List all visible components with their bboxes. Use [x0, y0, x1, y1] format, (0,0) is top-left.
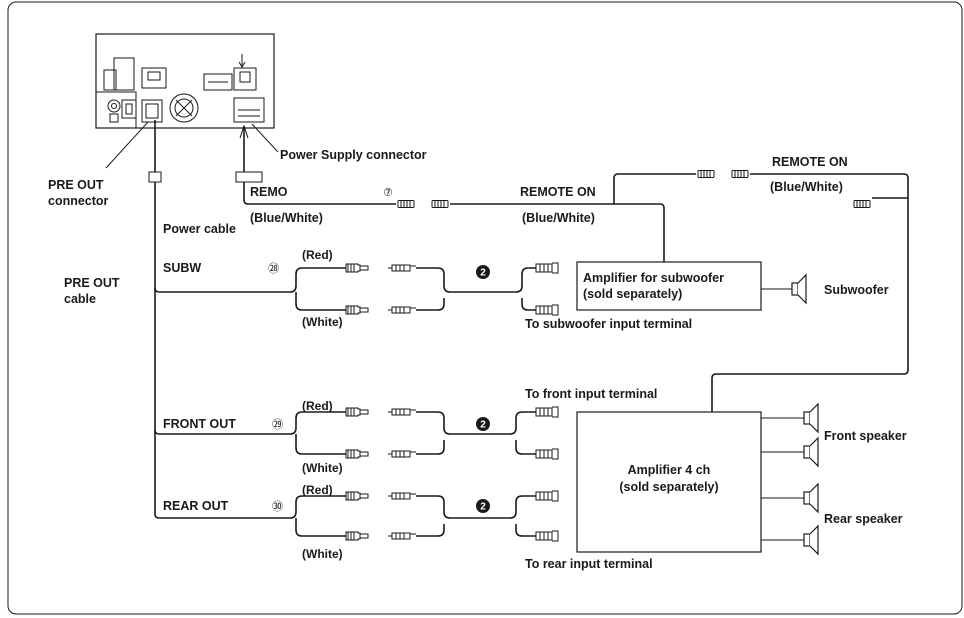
- front-out-label: FRONT OUT: [163, 417, 236, 431]
- rear-out-branch: [280, 490, 559, 542]
- svg-text:2: 2: [480, 268, 486, 279]
- remo-number: ⑦: [383, 186, 393, 199]
- pre-out-connector-label-1: PRE OUT: [48, 178, 104, 192]
- front-red-label: (Red): [302, 399, 333, 413]
- badge-subw: 2: [476, 265, 490, 279]
- remote-on-mid-label: REMOTE ON: [520, 185, 596, 199]
- pre-out-cable-label-1: PRE OUT: [64, 276, 120, 290]
- amp-4ch-label-2: (sold separately): [619, 480, 718, 494]
- page-frame: [7, 1, 963, 615]
- remo-color-label: (Blue/White): [250, 211, 323, 225]
- front-white-label: (White): [302, 461, 343, 475]
- amp-subwoofer-label-2: (sold separately): [583, 287, 682, 301]
- power-cable: [235, 124, 909, 412]
- front-speaker-label: Front speaker: [824, 429, 907, 443]
- svg-text:2: 2: [480, 420, 486, 431]
- front-out-branch: [280, 406, 559, 460]
- power-cable-label: Power cable: [163, 222, 236, 236]
- power-supply-connector-label: Power Supply connector: [280, 148, 427, 162]
- amplifier-subwoofer-box: [576, 261, 762, 311]
- rear-out-label: REAR OUT: [163, 499, 229, 513]
- subwoofer-terminal-label: To subwoofer input terminal: [525, 317, 692, 331]
- power-supply-leader: [251, 123, 279, 153]
- pre-out-cable-label-2: cable: [64, 292, 96, 306]
- pre-out-connector-label-2: connector: [48, 194, 109, 208]
- subwoofer-speaker-label: Subwoofer: [824, 283, 889, 297]
- badge-rear: 2: [476, 499, 490, 513]
- rear-speaker-label: Rear speaker: [824, 512, 903, 526]
- front-out-number: ㉙: [272, 418, 283, 431]
- remo-label: REMO: [250, 185, 288, 199]
- subw-red-label: (Red): [302, 248, 333, 262]
- badge-front: 2: [476, 417, 490, 431]
- subw-label: SUBW: [163, 261, 201, 275]
- rear-terminal-label: To rear input terminal: [525, 557, 653, 571]
- pre-out-connector-leader: [105, 121, 149, 169]
- svg-text:2: 2: [480, 502, 486, 513]
- remote-on-right-label: REMOTE ON: [772, 155, 848, 169]
- front-terminal-label: To front input terminal: [525, 387, 657, 401]
- amplifier-4ch: [576, 403, 819, 555]
- amp-4ch-label-1: Amplifier 4 ch: [628, 463, 711, 477]
- rear-red-label: (Red): [302, 483, 333, 497]
- rear-out-number: ㉚: [272, 500, 283, 513]
- pre-out-cable: [148, 120, 280, 519]
- remote-on-right-color: (Blue/White): [770, 180, 843, 194]
- rear-white-label: (White): [302, 547, 343, 561]
- subw-number: ㉘: [268, 262, 279, 275]
- subw-branch: [280, 261, 807, 316]
- amp-subwoofer-label-1: Amplifier for subwoofer: [583, 271, 724, 285]
- head-unit-rear-panel: [95, 33, 275, 129]
- subw-white-label: (White): [302, 315, 343, 329]
- remote-on-mid-color: (Blue/White): [522, 211, 595, 225]
